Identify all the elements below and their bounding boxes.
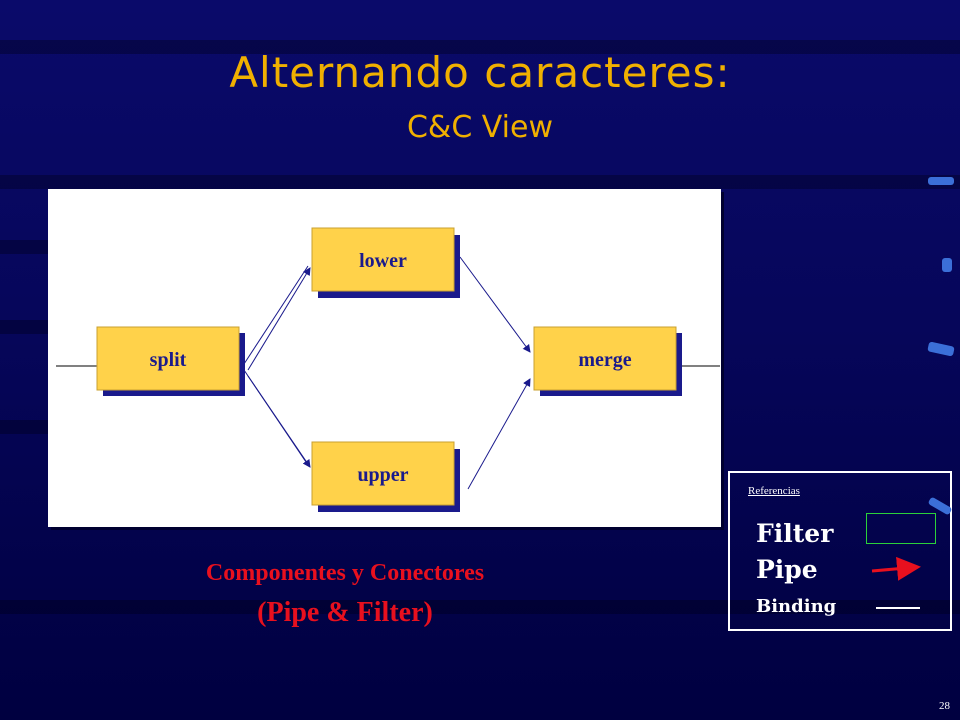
diagram-panel: split lower upper merge [48,189,721,527]
legend-filter-label: Filter [756,519,834,548]
filter-split-label: split [150,349,187,371]
background-stripe [0,320,60,334]
decorative-side-mark [942,258,952,272]
legend-heading: Referencias [748,485,800,497]
filter-lower-label: lower [359,250,407,272]
filter-merge: merge [533,326,682,396]
caption-components-connectors: Componentes y Conectores [205,560,485,586]
pipe-split-lower-b [247,267,311,371]
background-stripe [0,420,60,434]
legend-filter-swatch [866,513,936,544]
background-stripe [0,600,960,614]
pipe-upper-merge [467,378,531,490]
filter-lower: lower [311,227,460,298]
legend-pipe-label: Pipe [756,555,818,584]
filter-split: split [96,326,245,396]
caption-pipe-filter: (Pipe & Filter) [257,597,433,628]
filter-upper: upper [311,441,460,512]
pipe-filter-diagram: split lower upper merge [56,227,720,512]
background-stripe [0,40,960,54]
pipe-lower-merge [459,256,531,353]
decorative-side-mark [928,177,954,185]
slide-subtitle: C&C View [406,110,553,145]
pipe-split-lower-a [243,265,309,365]
legend-symbols [871,556,921,609]
slide-title: Alternando caracteres: [229,48,731,97]
legend-box: Referencias Filter Pipe Binding [728,471,952,631]
filter-merge-label: merge [578,349,631,371]
filter-upper-label: upper [357,464,408,486]
pipe-split-upper-b [247,375,311,468]
legend-pipe-arrow [871,556,921,581]
legend-binding-label: Binding [756,596,837,617]
page-number: 28 [939,700,950,712]
background-stripe [0,240,60,254]
background-stripe [0,175,960,189]
decorative-side-mark [927,341,955,357]
